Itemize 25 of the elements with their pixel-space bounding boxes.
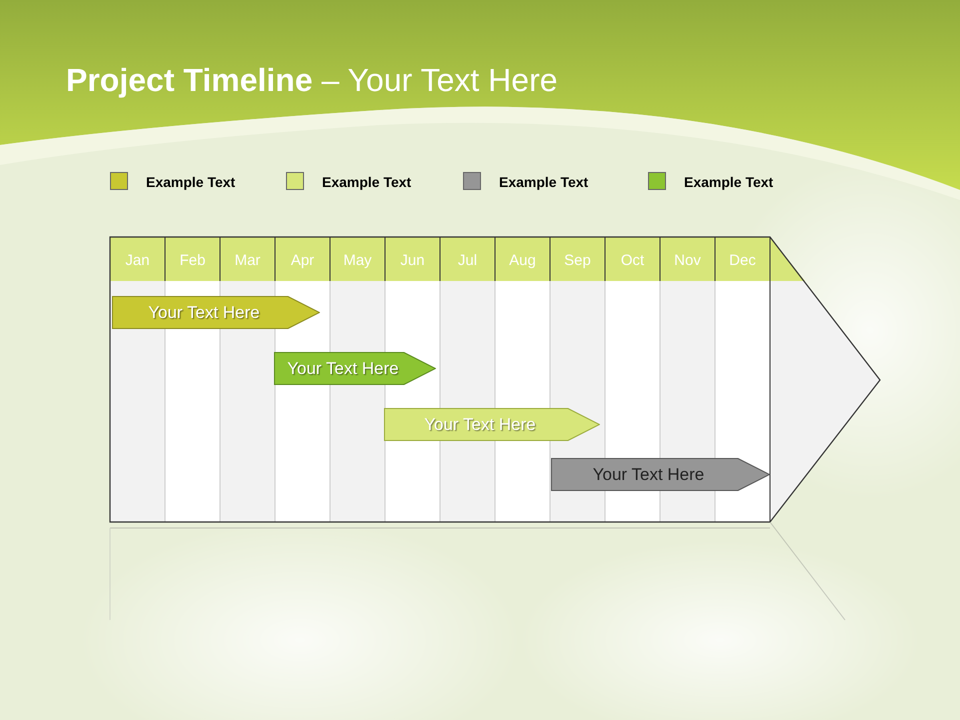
month-label: Oct [620,251,646,271]
month-label: Aug [508,251,537,271]
task-label: Your Text Here [592,464,706,486]
month-label: Jan [124,251,151,271]
month-label: Nov [673,251,702,271]
month-label: Dec [728,251,757,271]
legend-label: Example Text [322,173,412,192]
month-label: Mar [234,251,262,271]
task-bar [274,352,436,385]
task-bar [112,296,320,329]
task-bar [551,458,770,491]
slide-title: Project Timeline – Your Text Here [66,61,558,100]
month-label: Sep [563,251,592,271]
month-label: Apr [290,251,316,271]
task-label: Your Text Here [424,414,537,436]
legend-label: Example Text [684,173,774,192]
task-label: Your Text Here [148,302,261,324]
legend-label: Example Text [146,173,236,192]
task-bar [384,408,600,441]
month-label: Jun [399,251,426,271]
month-label: May [342,251,373,271]
legend-label: Example Text [499,173,588,192]
task-label: Your Text Here [287,358,400,380]
month-label: Jul [456,251,478,271]
month-label: Feb [178,251,206,271]
